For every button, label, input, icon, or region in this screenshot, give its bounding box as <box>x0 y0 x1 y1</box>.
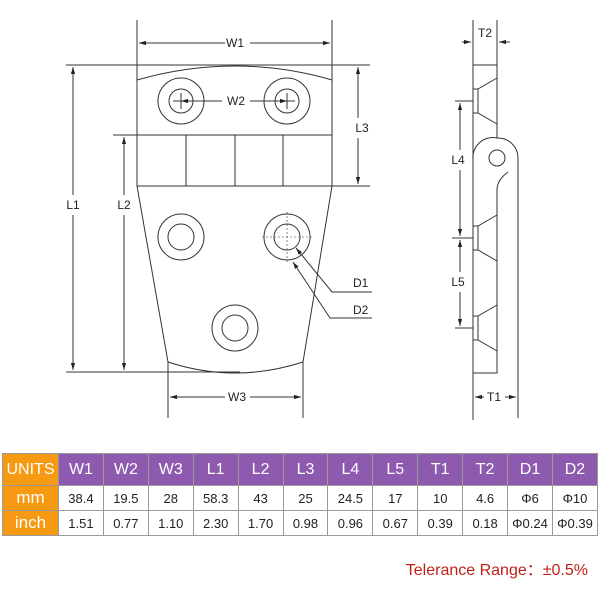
table-cell: 19.5 <box>102 485 149 511</box>
dimension-labels: W1 W2 W3 L1 L2 L3 L4 L5 T1 T2 D1 D2 <box>66 26 501 404</box>
table-cell: 1.10 <box>147 510 194 536</box>
header-cell: D2 <box>551 453 599 486</box>
header-cell: W1 <box>58 453 104 486</box>
hole-mid-left <box>157 213 205 261</box>
tolerance-note: Telerance Range：±0.5% <box>405 562 588 579</box>
table-cell: 0.39 <box>417 510 464 536</box>
label-l2: L2 <box>117 198 131 212</box>
label-l3: L3 <box>355 121 369 135</box>
table-cell: 4.6 <box>462 485 509 511</box>
label-t2: T2 <box>478 26 492 40</box>
header-cell: T2 <box>462 453 509 486</box>
table-cell: Φ0.24 <box>507 510 553 536</box>
table-cell: Φ0.39 <box>551 510 599 536</box>
hole-mid-right <box>262 212 312 262</box>
header-cell: L3 <box>282 453 329 486</box>
header-cell: L4 <box>327 453 374 486</box>
table-cell: 0.67 <box>372 510 419 536</box>
table-cell: 1.70 <box>237 510 284 536</box>
table-row-inch: inch 1.51 0.77 1.10 2.30 1.70 0.98 0.96 … <box>2 510 599 536</box>
unit-cell: mm <box>2 485 59 511</box>
header-cell: L1 <box>192 453 239 486</box>
side-view <box>452 20 519 420</box>
header-cell: L2 <box>237 453 284 486</box>
table-cell: 28 <box>147 485 194 511</box>
header-cell: L5 <box>372 453 419 486</box>
table-cell: Φ6 <box>507 485 553 511</box>
label-w3: W3 <box>228 390 246 404</box>
unit-cell: inch <box>2 510 59 536</box>
label-l4: L4 <box>451 153 465 167</box>
table-cell: 0.96 <box>327 510 374 536</box>
table-cell: 17 <box>372 485 419 511</box>
header-cell: D1 <box>507 453 553 486</box>
table-cell: 58.3 <box>192 485 239 511</box>
table-row-mm: mm 38.4 19.5 28 58.3 43 25 24.5 17 10 4.… <box>2 485 599 511</box>
countersink-3 <box>473 304 498 352</box>
table-cell: Φ10 <box>551 485 599 511</box>
table-cell: 2.30 <box>192 510 239 536</box>
table-cell: 0.77 <box>102 510 149 536</box>
label-l5: L5 <box>451 275 465 289</box>
label-l1: L1 <box>66 198 80 212</box>
hole-bottom <box>211 304 259 352</box>
header-cell: W3 <box>147 453 194 486</box>
table-cell: 1.51 <box>58 510 104 536</box>
dimensions-table: UNITS W1 W2 W3 L1 L2 L3 L4 L5 T1 T2 D1 D… <box>2 453 599 536</box>
label-t1: T1 <box>487 390 501 404</box>
table-cell: 0.98 <box>282 510 329 536</box>
countersink-1 <box>473 77 498 125</box>
front-view <box>66 20 372 418</box>
label-w2: W2 <box>227 94 245 108</box>
table-cell: 10 <box>417 485 464 511</box>
table-cell: 0.18 <box>462 510 509 536</box>
label-d1: D1 <box>353 276 369 290</box>
header-cell: W2 <box>102 453 149 486</box>
table-cell: 25 <box>282 485 329 511</box>
label-w1: W1 <box>226 36 244 50</box>
header-cell: T1 <box>417 453 464 486</box>
table-header-row: UNITS W1 W2 W3 L1 L2 L3 L4 L5 T1 T2 D1 D… <box>2 453 599 486</box>
header-cell: UNITS <box>2 453 59 486</box>
countersink-2 <box>473 214 498 262</box>
table-cell: 43 <box>237 485 284 511</box>
hinge-technical-drawing: W1 W2 W3 L1 L2 L3 L4 L5 T1 T2 D1 D2 <box>66 20 519 420</box>
table-cell: 38.4 <box>58 485 104 511</box>
table-cell: 24.5 <box>327 485 374 511</box>
label-d2: D2 <box>353 303 369 317</box>
